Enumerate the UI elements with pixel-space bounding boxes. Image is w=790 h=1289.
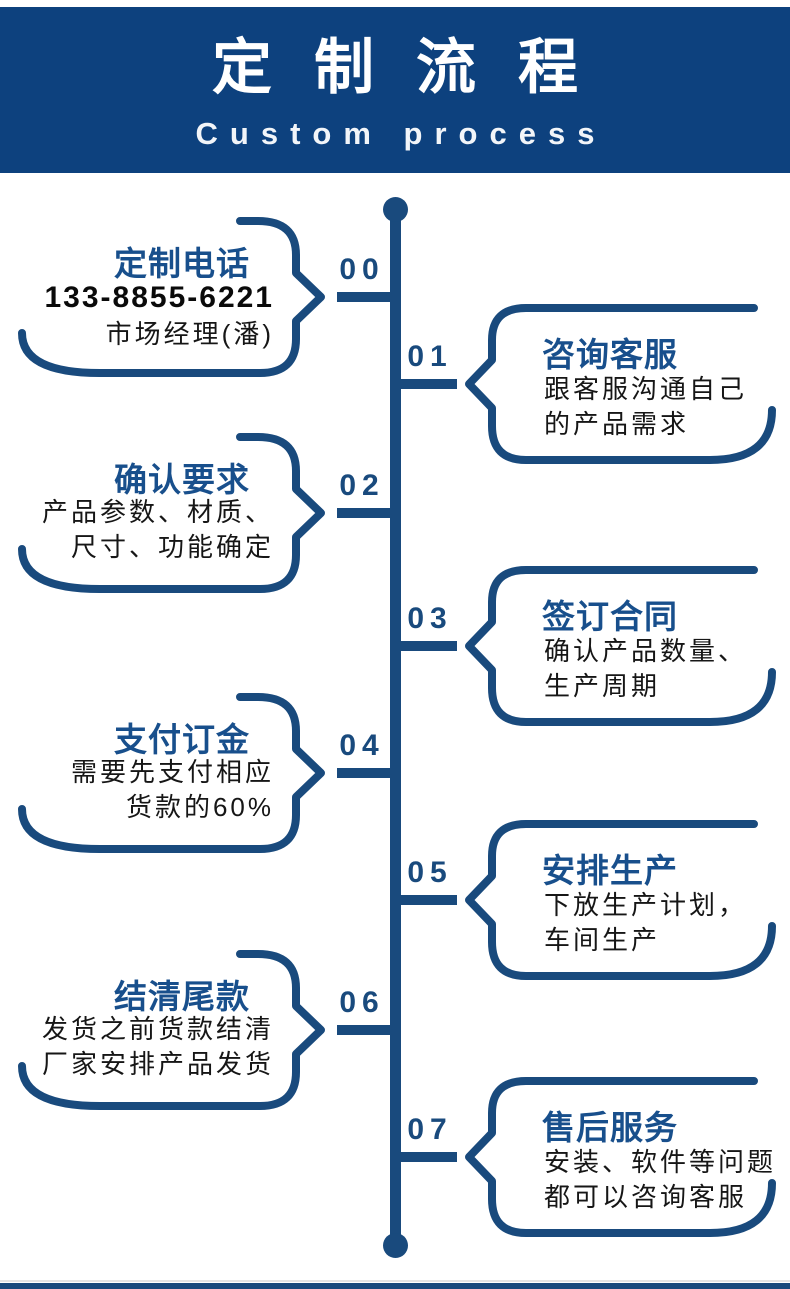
bubble-body: 发货之前货款结清 厂家安排产品发货 — [42, 1012, 274, 1082]
bubble-title: 售后服务 — [542, 1109, 678, 1146]
bubble-line: 尺寸、功能确定 — [70, 532, 274, 562]
bubble-step-06: 结清尾款 发货之前货款结清 厂家安排产品发货 — [8, 948, 330, 1114]
step-number-04: 04 — [339, 729, 385, 762]
bubble-line: 产品参数、材质、 — [41, 497, 274, 527]
step-number-00: 00 — [339, 253, 385, 286]
bubble-step-03: 签订合同 确认产品数量、 生产周期 — [462, 564, 782, 728]
page-title: 定制流程 — [212, 34, 620, 101]
bubble-body: 跟客服沟通自己 的产品需求 — [544, 372, 747, 442]
bubble-line: 车间生产 — [544, 925, 661, 955]
bubble-line: 的产品需求 — [544, 409, 690, 439]
bubble-step-02: 确认要求 产品参数、材质、 尺寸、功能确定 — [8, 431, 330, 597]
bubble-line: 货款的60% — [125, 792, 274, 822]
header-banner: 定制流程 Custom process — [0, 7, 790, 173]
timeline-tick-05 — [399, 895, 457, 905]
footer-bar — [0, 1283, 790, 1289]
timeline-tick-07 — [399, 1152, 457, 1162]
bubble-line: 确认产品数量、 — [544, 636, 748, 666]
timeline-tick-06 — [337, 1025, 392, 1035]
speech-bubble-outline-left-arrow — [465, 304, 776, 464]
speech-bubble-outline-right-arrow — [18, 693, 325, 853]
bubble-body: 需要先支付相应 货款的60% — [71, 755, 274, 825]
timeline-line — [390, 209, 401, 1245]
bubble-title: 咨询客服 — [542, 336, 678, 373]
step-number-02: 02 — [339, 469, 385, 502]
bubble-line: 生产周期 — [544, 671, 661, 701]
timeline-end-dot — [383, 1233, 408, 1258]
bubble-line: 安装、软件等问题 — [544, 1147, 777, 1177]
speech-bubble-outline-right-arrow — [18, 217, 325, 377]
bubble-line: 厂家安排产品发货 — [41, 1049, 274, 1079]
phone-number: 133-8855-6221 — [44, 281, 274, 314]
bubble-body: 133-8855-6221 市场经理(潘) — [44, 279, 274, 352]
step-number-06: 06 — [339, 986, 385, 1019]
bubble-line: 发货之前货款结清 — [41, 1014, 274, 1044]
bubble-title: 确认要求 — [114, 461, 250, 498]
bubble-step-04: 支付订金 需要先支付相应 货款的60% — [8, 691, 330, 857]
bubble-line: 市场经理(潘) — [105, 319, 274, 349]
bubble-line: 跟客服沟通自己 — [544, 374, 748, 404]
bubble-title: 安排生产 — [542, 852, 678, 889]
step-number-07: 07 — [407, 1113, 453, 1146]
bubble-body: 确认产品数量、 生产周期 — [544, 634, 747, 704]
speech-bubble-outline-right-arrow — [18, 433, 325, 593]
bubble-step-01: 咨询客服 跟客服沟通自己 的产品需求 — [462, 302, 782, 466]
speech-bubble-outline-right-arrow — [18, 950, 325, 1110]
timeline-tick-02 — [337, 508, 392, 518]
speech-bubble-outline-left-arrow — [465, 1077, 776, 1237]
timeline-tick-01 — [399, 379, 457, 389]
bubble-body: 安装、软件等问题 都可以咨询客服 — [544, 1145, 776, 1215]
bubble-title: 签订合同 — [542, 598, 678, 635]
timeline-tick-03 — [399, 641, 457, 651]
bubble-step-07: 售后服务 安装、软件等问题 都可以咨询客服 — [462, 1075, 782, 1239]
bubble-body: 产品参数、材质、 尺寸、功能确定 — [42, 495, 274, 565]
timeline-tick-00 — [337, 292, 392, 302]
timeline-tick-04 — [337, 768, 392, 778]
bubble-title: 定制电话 — [114, 245, 250, 282]
step-number-05: 05 — [407, 856, 453, 889]
bubble-line: 下放生产计划， — [544, 890, 748, 920]
step-number-03: 03 — [407, 602, 453, 635]
page-subtitle: Custom process — [195, 116, 607, 151]
bubble-line: 都可以咨询客服 — [544, 1182, 748, 1212]
bubble-line: 需要先支付相应 — [70, 757, 274, 787]
bubble-step-05: 安排生产 下放生产计划， 车间生产 — [462, 818, 782, 982]
bubble-body: 下放生产计划， 车间生产 — [544, 888, 747, 958]
step-number-01: 01 — [407, 340, 453, 373]
bubble-title: 支付订金 — [114, 721, 250, 758]
footer-hairline — [0, 1280, 790, 1282]
speech-bubble-outline-left-arrow — [465, 566, 776, 726]
timeline-start-dot — [383, 197, 408, 222]
bubble-step-00: 定制电话 133-8855-6221 市场经理(潘) — [8, 215, 330, 381]
bubble-title: 结清尾款 — [114, 978, 250, 1015]
speech-bubble-outline-left-arrow — [465, 820, 776, 980]
